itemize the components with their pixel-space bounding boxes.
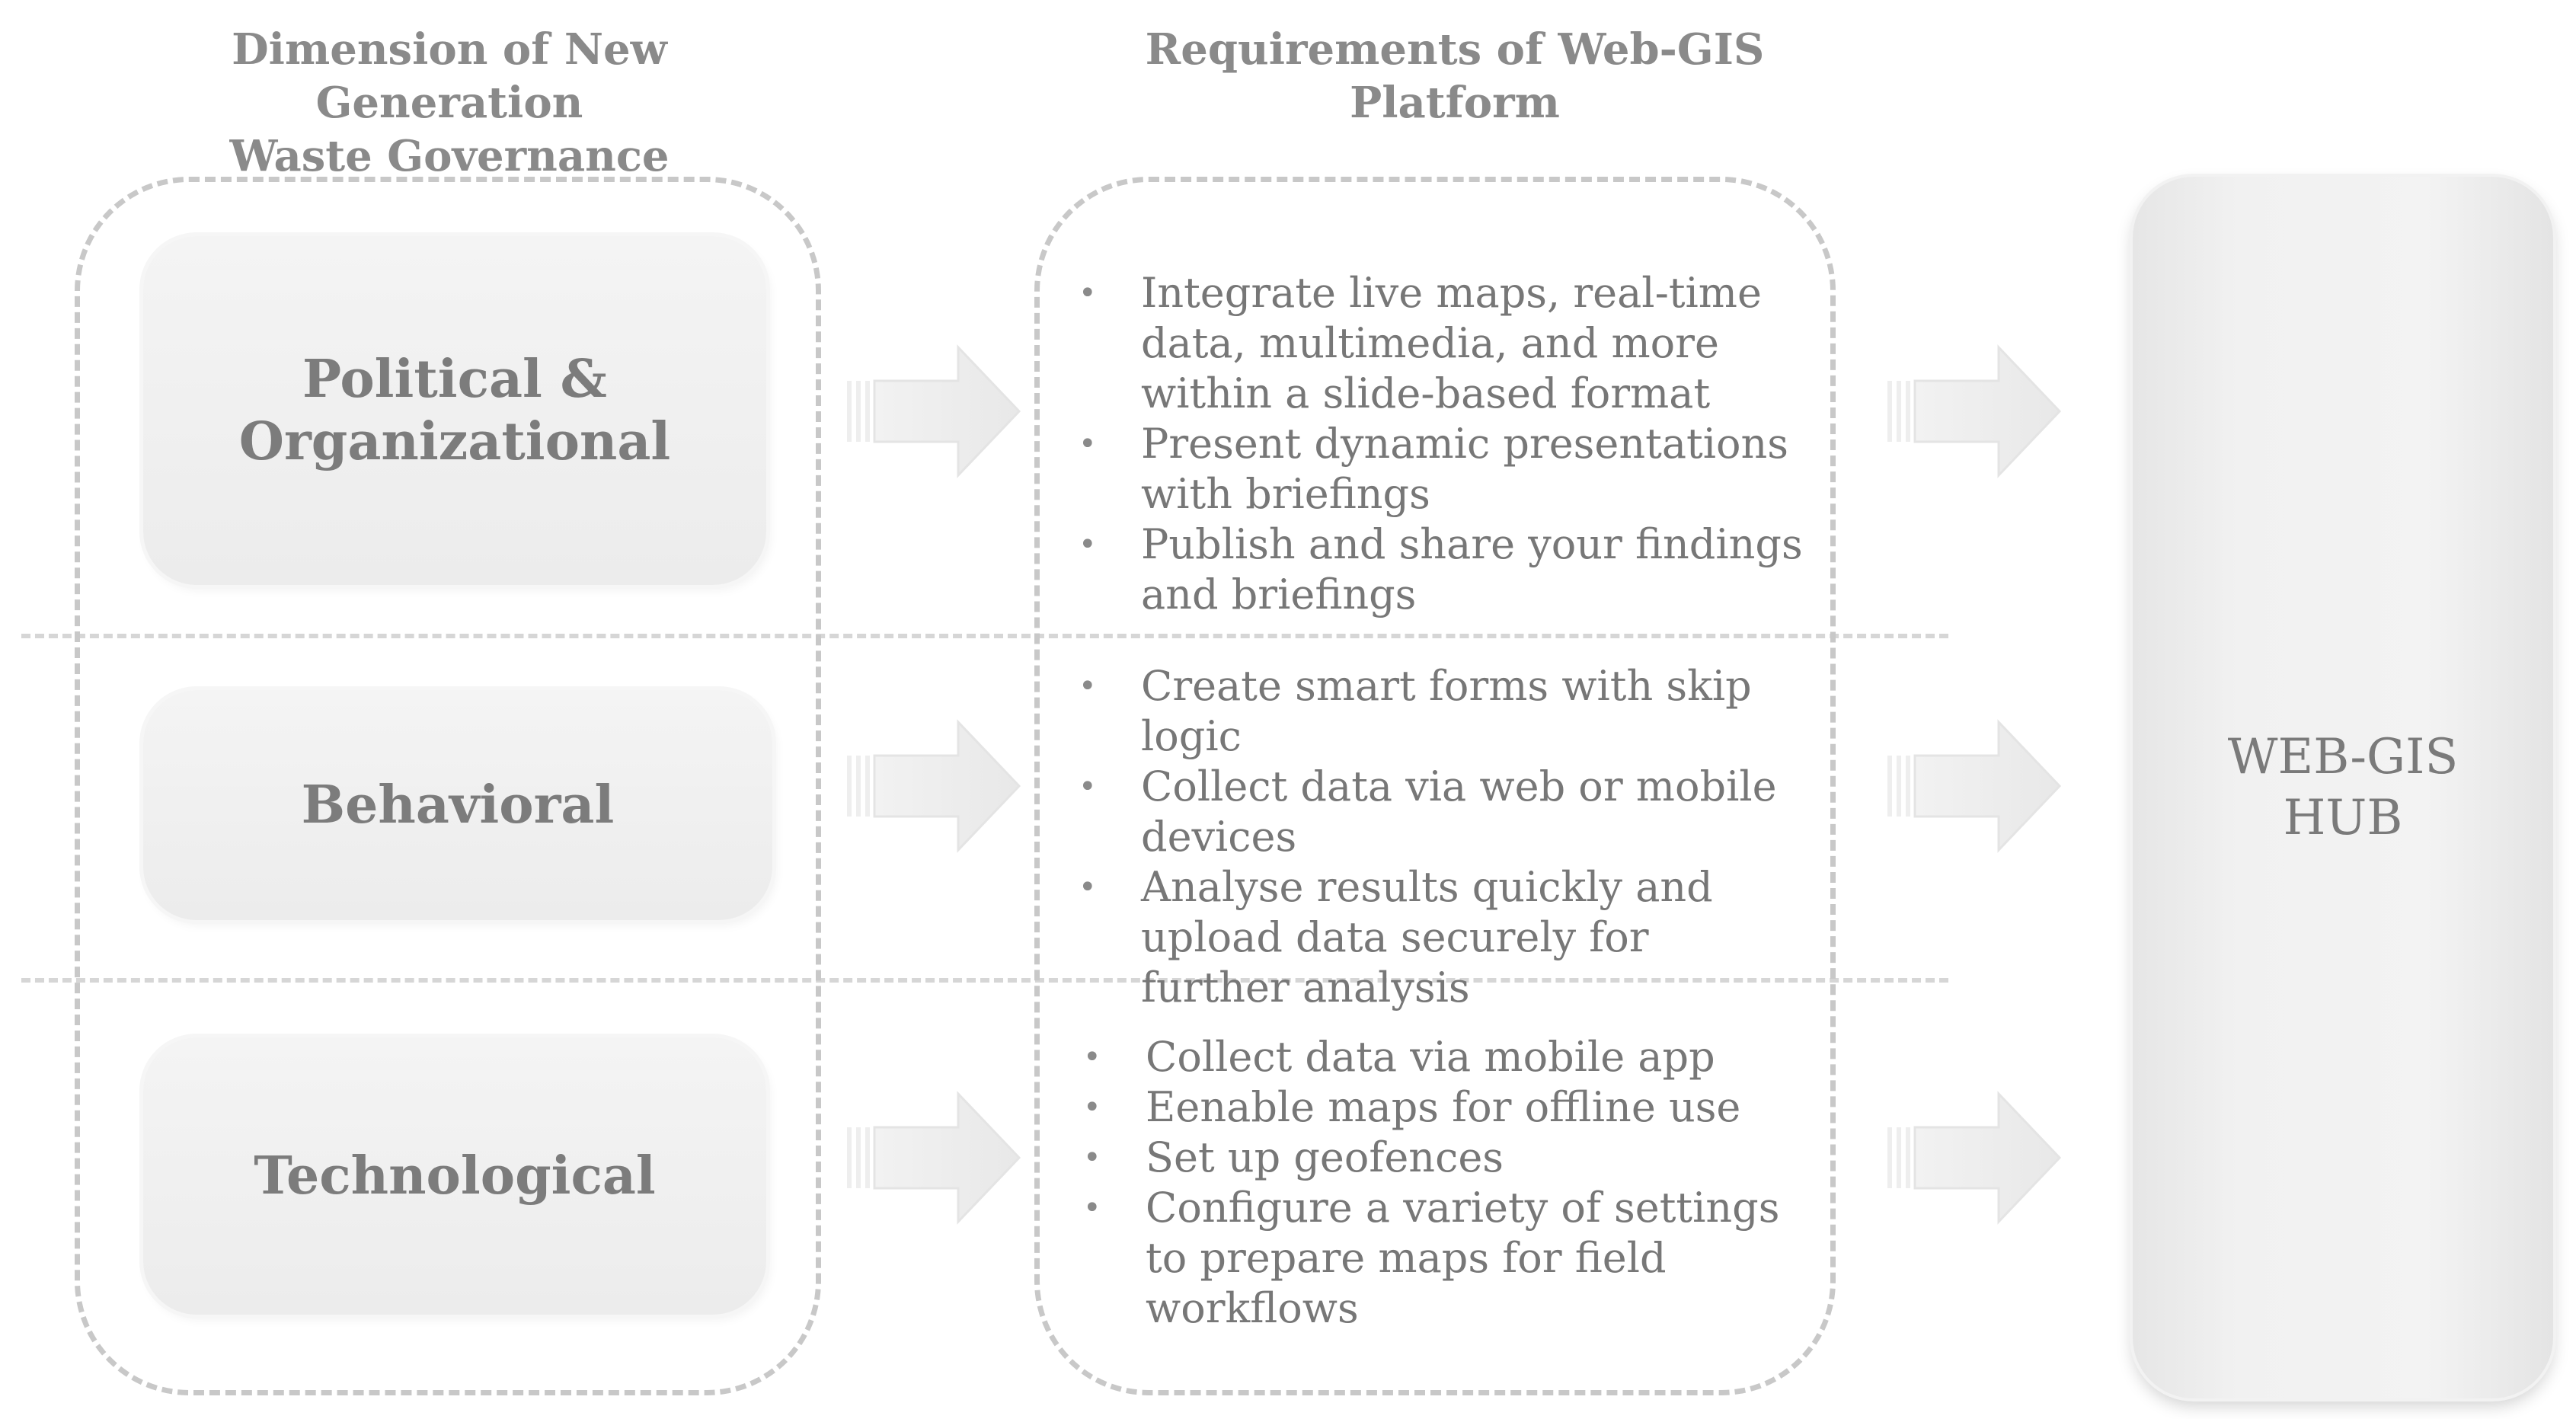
arrow-right-icon xyxy=(847,344,1021,478)
requirement-item: Create smart forms with skip logic xyxy=(1075,661,1807,762)
dimension-label: Political & Organizational xyxy=(238,349,671,472)
requirements-panel xyxy=(1034,177,1836,1395)
requirement-item: Set up geofences xyxy=(1080,1133,1811,1183)
row-divider-2 xyxy=(21,978,1948,983)
row-divider-1 xyxy=(21,634,1948,638)
requirements-list-political: Integrate live maps, real-time data, mul… xyxy=(1075,268,1807,620)
dimension-label: Behavioral xyxy=(301,775,615,836)
requirement-item: Integrate live maps, real-time data, mul… xyxy=(1075,268,1807,419)
requirements-list-behavioral: Create smart forms with skip logic Colle… xyxy=(1075,661,1807,1013)
dimension-label: Technological xyxy=(254,1146,656,1206)
requirements-column-heading: Requirements of Web-GIS Platform xyxy=(1145,24,1765,128)
requirement-item: Publish and share your findings and brie… xyxy=(1075,519,1807,620)
arrow-right-icon xyxy=(1887,344,2062,478)
arrow-right-icon xyxy=(847,719,1021,853)
requirement-item: Eenable maps for offline use xyxy=(1080,1082,1811,1133)
requirement-item: Analyse results quickly and upload data … xyxy=(1075,862,1807,1013)
requirement-item: Collect data via mobile app xyxy=(1080,1032,1811,1082)
dimension-panel xyxy=(75,177,821,1395)
dimension-box-political-organizational: Political & Organizational xyxy=(143,236,766,585)
web-gis-hub-box: WEB-GIS HUB xyxy=(2133,177,2553,1398)
arrow-right-icon xyxy=(1887,1091,2062,1225)
requirement-item: Collect data via web or mobile devices xyxy=(1075,762,1807,862)
dimension-box-behavioral: Behavioral xyxy=(143,690,772,920)
arrow-right-icon xyxy=(1887,719,2062,853)
dimension-column-heading: Dimension of New Generation Waste Govern… xyxy=(229,24,670,181)
hub-label: WEB-GIS HUB xyxy=(2227,729,2459,846)
dimension-box-technological: Technological xyxy=(143,1037,766,1315)
arrow-right-icon xyxy=(847,1091,1021,1225)
requirement-item: Configure a variety of settings to prepa… xyxy=(1080,1183,1811,1334)
requirements-list-technological: Collect data via mobile app Eenable maps… xyxy=(1080,1032,1811,1334)
requirement-item: Present dynamic presentations with brief… xyxy=(1075,419,1807,519)
